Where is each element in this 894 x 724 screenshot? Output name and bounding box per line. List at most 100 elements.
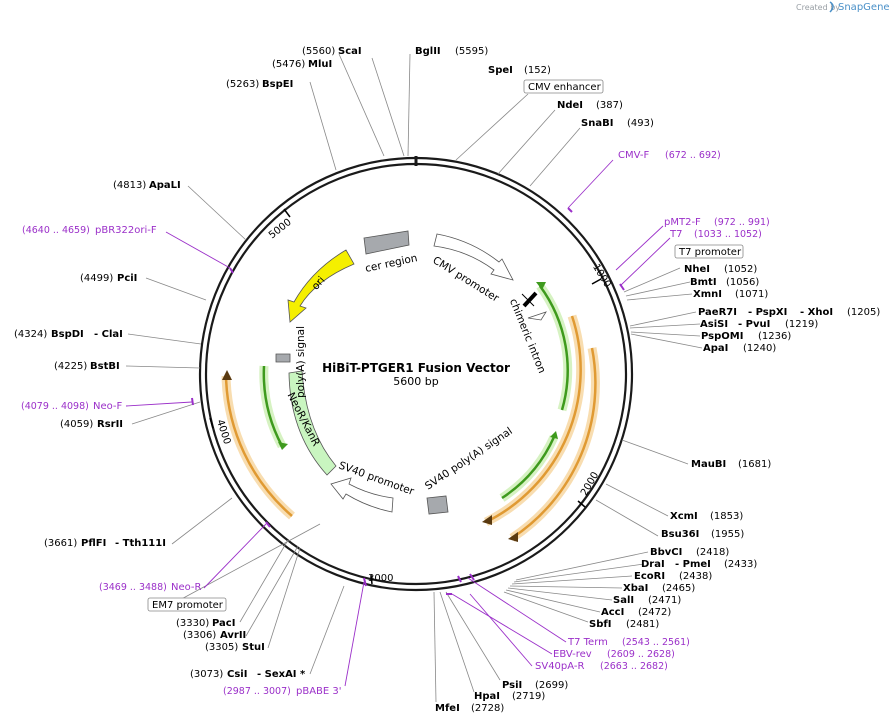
primer-t7-term[interactable]: T7 Term (2543 .. 2561) (567, 637, 690, 648)
site-bbvci[interactable]: BbvCI (2418) (650, 547, 729, 558)
site-bspei[interactable]: (5263) BspEI (226, 79, 293, 90)
feature-cmv-enhancer[interactable]: CMV enhancer (523, 79, 604, 94)
site-bspdi[interactable]: (4324) BspDI - ClaI (14, 329, 123, 340)
site-xmni[interactable]: XmnI (1071) (693, 289, 768, 300)
feature-t7-promoter[interactable]: T7 promoter (674, 244, 744, 259)
svg-text:(1205): (1205) (847, 307, 880, 318)
site-apai[interactable]: ApaI (1240) (703, 343, 776, 354)
svg-text:AccI: AccI (601, 607, 624, 618)
site-xcmi[interactable]: XcmI (1853) (670, 511, 743, 522)
svg-text:(3306): (3306) (183, 630, 216, 641)
svg-text:2000: 2000 (579, 470, 601, 498)
site-hpai[interactable]: HpaI (2719) (474, 691, 545, 702)
svg-text:(1219): (1219) (785, 319, 818, 330)
svg-text:- Tth111I: - Tth111I (115, 538, 166, 549)
svg-text:NheI: NheI (684, 264, 710, 275)
site-sbfi[interactable]: SbfI (2481) (589, 619, 659, 630)
site-ecori[interactable]: EcoRI (2438) (634, 571, 712, 582)
svg-text:EM7 promoter: EM7 promoter (152, 600, 224, 611)
svg-text:(4813): (4813) (113, 180, 146, 191)
primer-pbabe-3[interactable]: (2987 .. 3007) pBABE 3' (223, 686, 342, 697)
svg-text:PciI: PciI (117, 273, 137, 284)
site-bmti[interactable]: BmtI (1056) (690, 277, 759, 288)
svg-text:CsiI: CsiI (227, 669, 247, 680)
feature-em7-promoter[interactable]: EM7 promoter (147, 597, 227, 612)
site-pspomi[interactable]: PspOMI (1236) (701, 331, 791, 342)
site-snabi[interactable]: SnaBI (493) (581, 118, 654, 129)
svg-text:MauBI: MauBI (691, 459, 726, 470)
svg-text:MfeI: MfeI (435, 703, 460, 714)
site-maubi[interactable]: MauBI (1681) (691, 459, 771, 470)
svg-text:PflFI: PflFI (81, 538, 106, 549)
sv40-promoter-feature[interactable] (330, 477, 394, 513)
primer-sv40pa-r[interactable]: SV40pA-R (2663 .. 2682) (535, 661, 668, 672)
site-asisi[interactable]: AsiSI - PvuI (1219) (700, 319, 818, 330)
svg-text:(1071): (1071) (735, 289, 768, 300)
site-apali[interactable]: (4813) ApaLI (113, 180, 181, 191)
svg-text:(3469 .. 3488): (3469 .. 3488) (99, 582, 167, 593)
site-pcii[interactable]: (4499) PciI (80, 273, 137, 284)
intron-arrow-small (527, 311, 547, 321)
site-psii[interactable]: PsiI (2699) (502, 680, 568, 691)
neor-kanr-feature[interactable] (288, 370, 337, 476)
site-scai[interactable]: (5560) ScaI (302, 46, 362, 57)
site-pflfi[interactable]: (3661) PflFI - Tth111I (44, 538, 166, 549)
site-bsu36i[interactable]: Bsu36I (1955) (661, 529, 744, 540)
svg-text:(2699): (2699) (535, 680, 568, 691)
site-stui[interactable]: (3305) StuI (205, 642, 265, 653)
primer-neo-r[interactable]: (3469 .. 3488) Neo-R (99, 582, 202, 593)
primer-cmv-f[interactable]: CMV-F (672 .. 692) (618, 150, 721, 161)
primer-ebv-rev[interactable]: EBV-rev (2609 .. 2628) (553, 649, 675, 660)
site-spei[interactable]: SpeI (152) (488, 65, 551, 76)
site-bstbi[interactable]: (4225) BstBI (54, 361, 120, 372)
svg-text:(493): (493) (627, 118, 654, 129)
svg-text:(5595): (5595) (455, 46, 488, 57)
svg-text:PaeR7I: PaeR7I (698, 307, 737, 318)
svg-text:- PspXI: - PspXI (748, 307, 787, 318)
site-csii[interactable]: (3073) CsiI - SexAI * (190, 669, 306, 680)
primer-t7[interactable]: T7 (1033 .. 1052) (669, 229, 762, 240)
primer-pbr322ori-f[interactable]: (4640 .. 4659) pBR322ori-F (22, 225, 157, 236)
svg-text:(2609 .. 2628): (2609 .. 2628) (607, 649, 675, 660)
site-ndei[interactable]: NdeI (387) (557, 100, 623, 111)
plasmid-length: 5600 bp (393, 375, 438, 388)
site-mfei[interactable]: MfeI (2728) (435, 703, 504, 714)
primer-neo-f[interactable]: (4079 .. 4098) Neo-F (21, 401, 123, 412)
svg-text:(5263): (5263) (226, 79, 259, 90)
site-paer7i[interactable]: PaeR7I - PspXI - XhoI (1205) (698, 307, 880, 318)
ori-feature[interactable] (287, 249, 355, 323)
cer-region-feature[interactable] (363, 230, 410, 255)
polya-signal-label: poly(A) signal (295, 326, 307, 398)
site-avrii[interactable]: (3306) AvrII (183, 630, 246, 641)
svg-text:(2471): (2471) (648, 595, 681, 606)
svg-text:3000: 3000 (368, 573, 393, 584)
svg-text:(2543 .. 2561): (2543 .. 2561) (622, 637, 690, 648)
site-acci[interactable]: AccI (2472) (601, 607, 671, 618)
polya-signal-feature[interactable] (275, 353, 291, 363)
site-sali[interactable]: SalI (2471) (613, 595, 681, 606)
primer-pmt2-f[interactable]: pMT2-F (972 .. 991) (664, 217, 770, 228)
orf-arc-left[interactable] (224, 375, 293, 517)
svg-text:(3073): (3073) (190, 669, 223, 680)
svg-text:(4059): (4059) (60, 419, 93, 430)
chimeric-intron-label: chimeric intron (507, 297, 548, 375)
svg-text:(4324): (4324) (14, 329, 47, 340)
svg-text:XcmI: XcmI (670, 511, 698, 522)
svg-text:(1853): (1853) (710, 511, 743, 522)
svg-text:5000: 5000 (267, 217, 294, 241)
svg-text:SalI: SalI (613, 595, 634, 606)
orf-arc-2[interactable] (511, 347, 597, 540)
site-bglii[interactable]: BglII (5595) (415, 46, 488, 57)
orf-arc-1[interactable] (485, 315, 582, 524)
tick-3000: 3000 (368, 573, 393, 585)
svg-text:- PvuI: - PvuI (738, 319, 770, 330)
site-paci[interactable]: (3330) PacI (176, 618, 235, 629)
site-mlui[interactable]: (5476) MluI (272, 59, 332, 70)
site-nhei[interactable]: NheI (1052) (684, 264, 757, 275)
site-drai[interactable]: DraI - PmeI (2433) (641, 559, 757, 570)
svg-text:(2465): (2465) (662, 583, 695, 594)
sv40-polya-feature[interactable] (426, 495, 449, 515)
cmv-promoter-feature[interactable] (433, 233, 514, 281)
site-rsrii[interactable]: (4059) RsrII (60, 419, 123, 430)
site-xbai[interactable]: XbaI (2465) (623, 583, 695, 594)
